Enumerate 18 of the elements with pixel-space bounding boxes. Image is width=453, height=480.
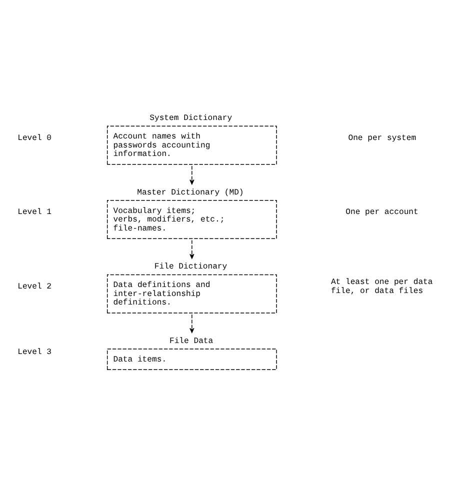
node-box: Data definitions and inter-relationship definitions. [106, 274, 277, 313]
label: Level 2 [18, 282, 52, 292]
node-box: Account names with passwords accounting information. [106, 125, 277, 164]
node-label: File Data [169, 336, 214, 346]
node-box: Vocabulary items; verbs, modifiers, etc.; file-names. [106, 200, 277, 239]
node-box: Data items. [106, 348, 277, 370]
label: Level 1 [18, 208, 52, 217]
label: Level 3 [18, 347, 52, 356]
node-label: File Dictionary [154, 262, 228, 272]
arrow [190, 239, 194, 258]
label: One per account [346, 208, 418, 217]
arrow [190, 165, 194, 184]
label: One per system [348, 133, 416, 142]
label: At least one per data file, or data files [330, 278, 433, 296]
node-label: Master Dictionary (MD) [137, 188, 244, 197]
arrow [190, 314, 194, 333]
label: Level 0 [18, 133, 52, 142]
node-label: System Dictionary [150, 114, 232, 123]
